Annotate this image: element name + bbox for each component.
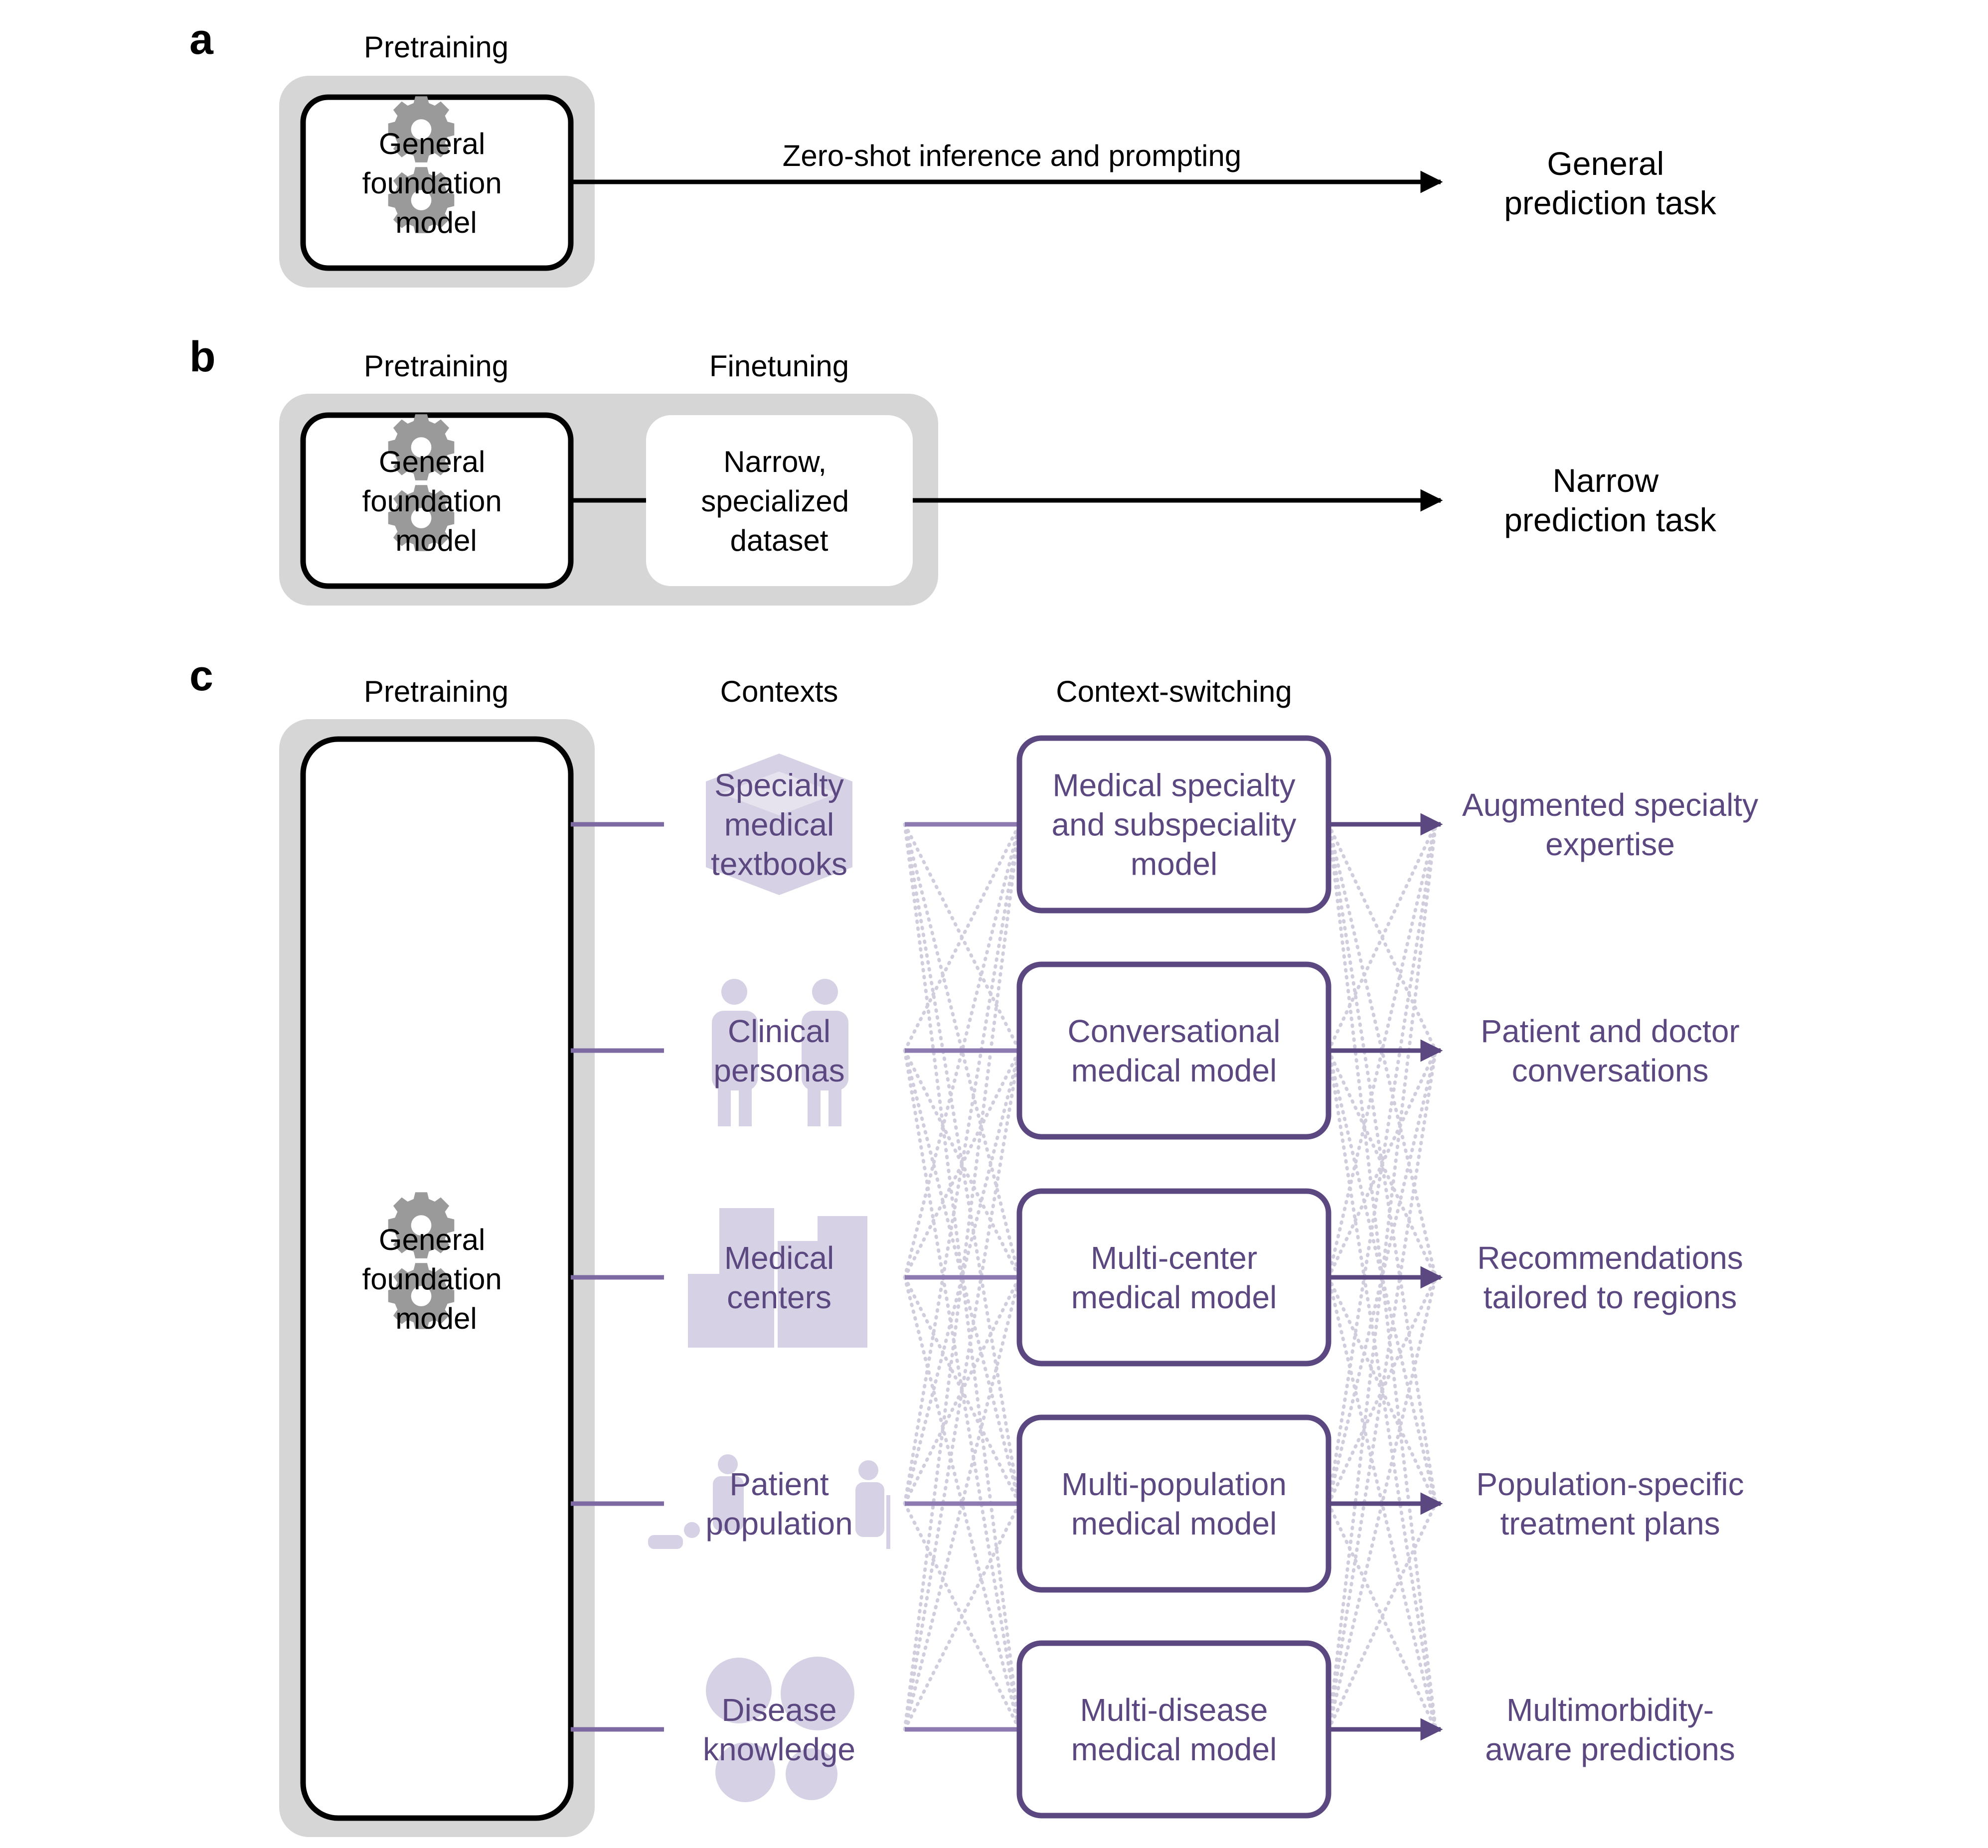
panel-b-pretraining-label: Pretraining xyxy=(364,349,508,383)
dotted-switch-line xyxy=(903,822,1021,1506)
dotted-output-line xyxy=(1326,822,1438,1506)
dotted-switch-line xyxy=(903,1049,1021,1506)
specialized-model-box xyxy=(1016,1640,1331,1819)
dotted-switch-line xyxy=(903,822,1021,1279)
specialized-model-box xyxy=(1016,1414,1331,1593)
panel-a-arrow-label: Zero-shot inference and prompting xyxy=(783,139,1242,172)
dotted-switch-line xyxy=(903,1502,1021,1731)
disease-knowledge-icon xyxy=(706,1657,854,1802)
patient-population-icon xyxy=(648,1454,890,1549)
panel-b-model-label: General foundation model xyxy=(362,445,510,557)
dotted-switch-line xyxy=(903,1275,1021,1731)
context-switching-cross-lines xyxy=(903,822,1438,1731)
panel-c-pretraining-label: Pretraining xyxy=(364,675,508,708)
dotted-switch-line xyxy=(903,1049,1021,1731)
panel-c: c Pretraining Contexts Context-switching… xyxy=(189,652,1758,1837)
dotted-output-line xyxy=(1326,1502,1438,1731)
panel-a: a Pretraining General foundation model Z… xyxy=(189,15,1717,288)
textbooks-icon xyxy=(706,754,852,895)
dotted-switch-line xyxy=(903,822,1021,1279)
panel-a-pretraining-label: Pretraining xyxy=(364,30,508,64)
dotted-output-line xyxy=(1326,822,1438,1053)
panel-a-letter: a xyxy=(189,15,214,63)
dotted-switch-line xyxy=(903,1049,1021,1506)
panel-c-letter: c xyxy=(189,652,213,700)
output-label: Multimorbidity-aware predictions xyxy=(1485,1692,1735,1767)
dotted-switch-line xyxy=(903,1275,1021,1731)
clinical-personas-icon xyxy=(712,979,848,1126)
panel-b-letter: b xyxy=(189,333,216,381)
panel-c-model-label: General foundation model xyxy=(362,1223,510,1335)
specialized-model-box xyxy=(1016,961,1331,1140)
panel-a-output: General prediction task xyxy=(1504,145,1717,221)
panel-b-output: Narrow prediction task xyxy=(1504,462,1717,538)
dotted-output-line xyxy=(1326,1049,1438,1731)
specialized-model-box xyxy=(1016,1188,1331,1367)
panel-b-dataset-label: Narrow, specialized dataset xyxy=(701,445,857,557)
panel-a-model-label: General foundation model xyxy=(362,127,510,239)
medical-centers-icon xyxy=(688,1208,867,1348)
panel-b-finetuning-label: Finetuning xyxy=(709,349,849,383)
panel-b: b Pretraining Finetuning General foundat… xyxy=(189,333,1717,606)
panel-c-context-switching-label: Context-switching xyxy=(1056,675,1292,708)
panel-b-dataset-box xyxy=(646,415,913,586)
dotted-switch-line xyxy=(903,822,1021,1053)
panel-c-contexts-label: Contexts xyxy=(720,675,838,708)
